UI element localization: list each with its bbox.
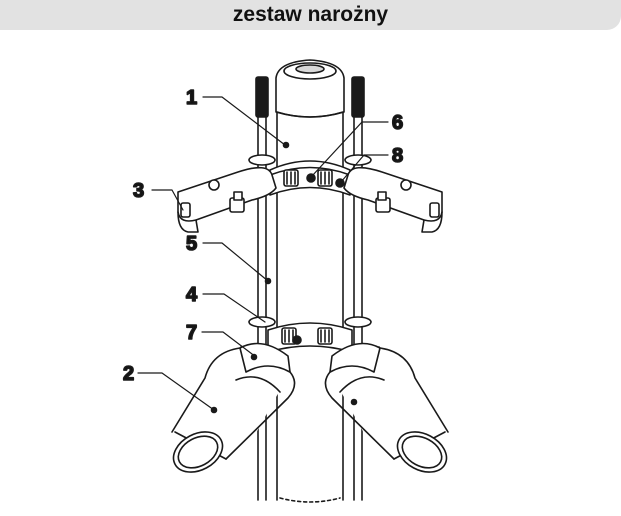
bolt-icon [317,169,333,187]
lower-clamp [248,316,372,353]
threaded-rod-right [351,76,365,501]
label-4: 4 [186,284,198,306]
label-6: 6 [392,112,403,134]
threaded-rod-left [255,76,269,501]
label-2: 2 [123,363,134,385]
bracket-left [177,166,277,233]
upper-clamp [248,154,372,196]
bolt-icon [283,169,299,187]
label-1: 1 [186,87,197,109]
bolt-icon [317,327,333,345]
label-3: 3 [133,180,144,202]
title-bar [0,0,621,30]
label-7: 7 [186,322,197,344]
bracket-right [343,166,443,233]
page-title: zestaw narożny [232,3,389,26]
leader-lines [137,96,389,411]
tube-right [324,342,449,473]
label-5: 5 [186,233,197,255]
tube-left [171,342,296,473]
pole-cap [275,59,345,118]
label-8: 8 [392,145,403,167]
